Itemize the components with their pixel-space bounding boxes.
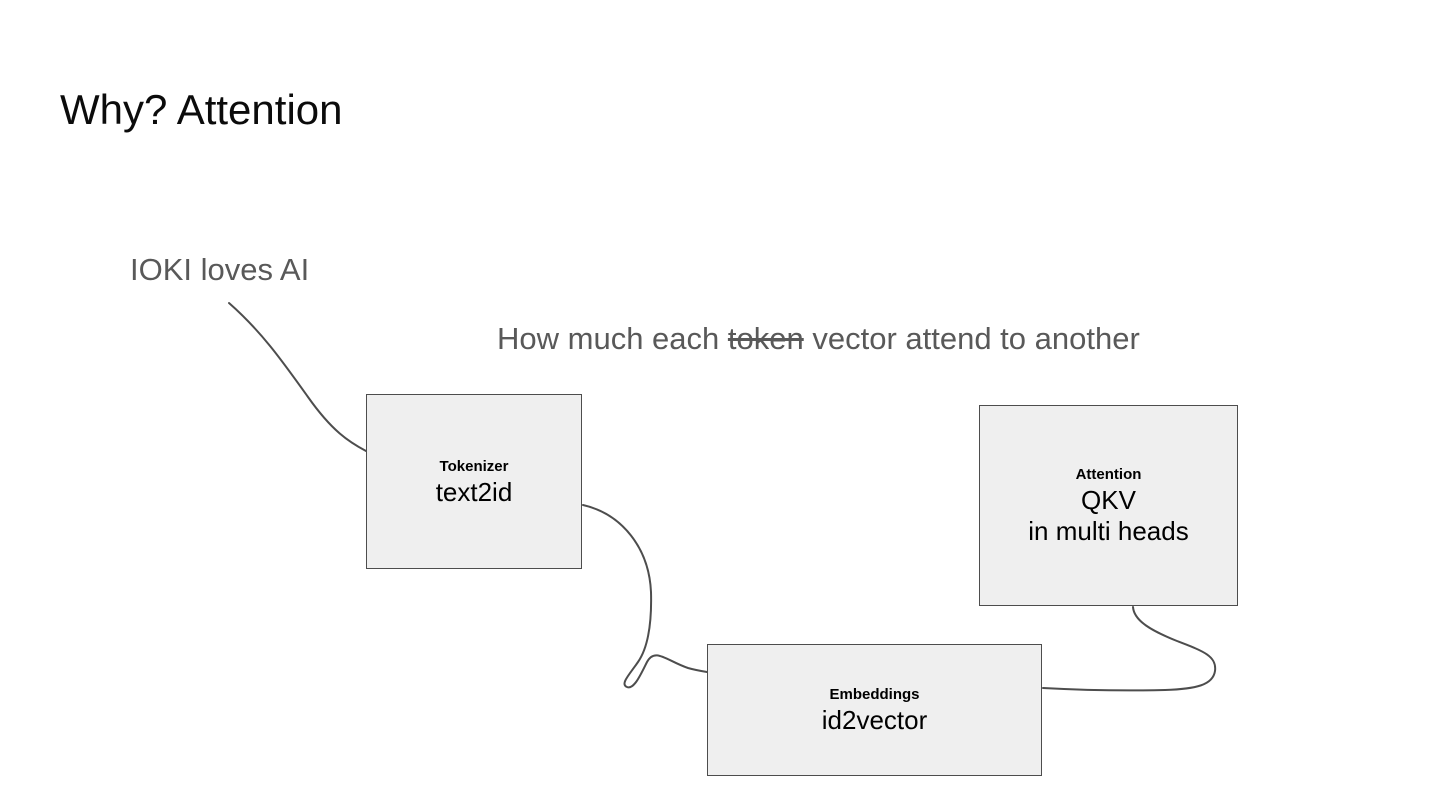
box-attention-value-multiheads: in multi heads: [1028, 516, 1189, 546]
subtitle-text: How much each token vector attend to ano…: [497, 321, 1140, 357]
subtitle-strikethrough-word: token: [727, 321, 804, 356]
annotation-ioki-loves-ai: IOKI loves AI: [130, 252, 310, 287]
box-tokenizer-label: Tokenizer: [439, 457, 509, 475]
connector-ioki-to-tokenizer: [228, 302, 367, 452]
box-attention-label: Attention: [1075, 466, 1142, 484]
connector-tokenizer-to-embeddings: [582, 504, 708, 689]
box-embeddings: Embeddings id2vector: [707, 644, 1042, 776]
box-tokenizer-value: text2id: [435, 476, 513, 507]
subtitle-prefix: How much each: [497, 321, 728, 356]
slide-title: Why? Attention: [60, 86, 343, 133]
box-tokenizer: Tokenizer text2id: [366, 394, 582, 569]
box-embeddings-value: id2vector: [821, 705, 928, 736]
box-attention-value-qkv: QKV: [1081, 485, 1136, 516]
subtitle-suffix: vector attend to another: [803, 321, 1140, 356]
box-attention: Attention QKV in multi heads: [979, 405, 1238, 606]
box-embeddings-label: Embeddings: [829, 686, 920, 704]
connector-attention-to-embeddings: [1042, 606, 1217, 692]
